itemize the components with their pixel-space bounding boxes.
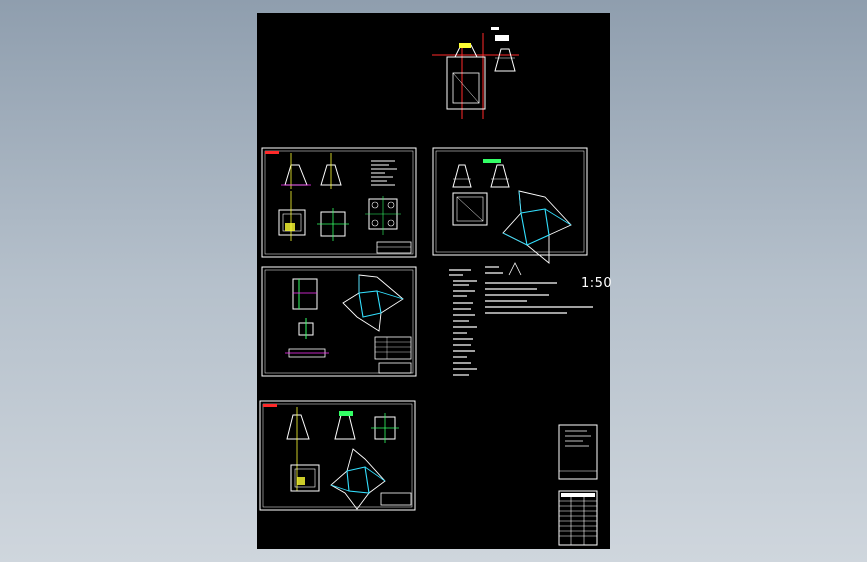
drawing-sheet-1[interactable]	[261, 147, 417, 258]
general-notes-text[interactable]	[449, 262, 593, 376]
top-detail-drawing[interactable]	[432, 27, 519, 119]
drawing-sheet[interactable]	[257, 13, 610, 549]
drawing-sheet-2[interactable]	[432, 147, 588, 264]
drawing-sheet-4[interactable]	[259, 400, 416, 511]
drawing-sheet-3[interactable]	[261, 266, 417, 377]
drawing-canvas	[259, 27, 598, 546]
revision-table[interactable]	[558, 424, 598, 480]
title-block-table[interactable]	[558, 490, 598, 546]
scale-label: 1:50	[581, 276, 613, 291]
